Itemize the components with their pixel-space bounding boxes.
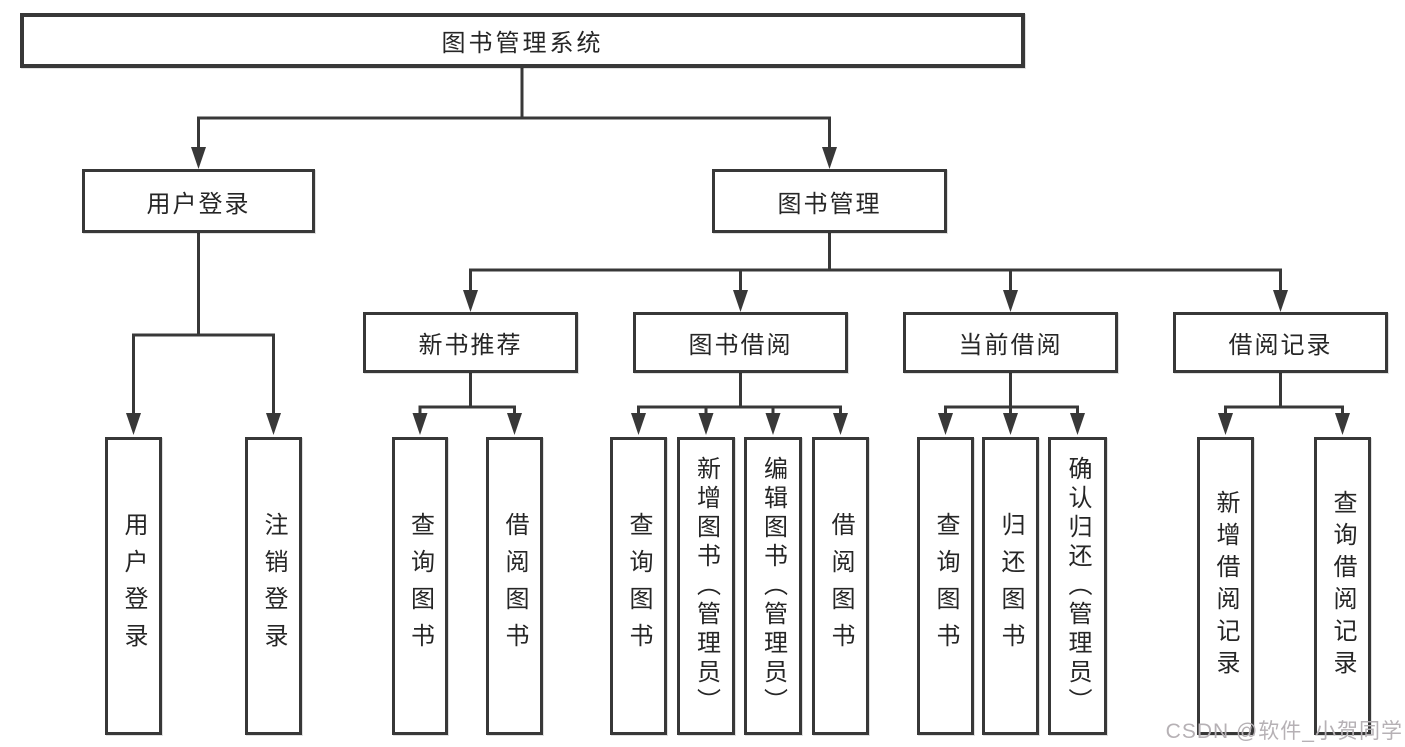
leaf-logout: 注销登录 <box>245 437 302 735</box>
node-book-borrowing: 图书借阅 <box>633 312 848 373</box>
arrowheads <box>126 147 1350 435</box>
leaf-return-book: 归还图书 <box>982 437 1039 735</box>
leaf-user-login: 用户登录 <box>105 437 162 735</box>
leaf-query-books-recommend: 查询图书 <box>392 437 448 735</box>
node-root: 图书管理系统 <box>20 13 1025 68</box>
leaf-add-book-admin: 新增图书（管理员） <box>677 437 735 735</box>
leaf-query-borrow-record: 查询借阅记录 <box>1314 437 1371 735</box>
csdn-watermark: CSDN @软件_小贺同学 <box>1165 720 1403 743</box>
node-borrowing-records: 借阅记录 <box>1173 312 1388 373</box>
leaf-edit-book-admin: 编辑图书（管理员） <box>744 437 802 735</box>
leaf-borrow-books: 借阅图书 <box>812 437 869 735</box>
leaf-query-books-current: 查询图书 <box>917 437 974 735</box>
leaf-query-books-borrow: 查询图书 <box>610 437 667 735</box>
node-user-login: 用户登录 <box>82 169 315 233</box>
node-new-book-recommendation: 新书推荐 <box>363 312 578 373</box>
leaf-confirm-return-admin: 确认归还（管理员） <box>1048 437 1107 735</box>
leaf-borrow-books-recommend: 借阅图书 <box>486 437 543 735</box>
node-book-management: 图书管理 <box>712 169 947 233</box>
leaf-add-borrow-record: 新增借阅记录 <box>1197 437 1254 735</box>
node-current-borrowing: 当前借阅 <box>903 312 1118 373</box>
